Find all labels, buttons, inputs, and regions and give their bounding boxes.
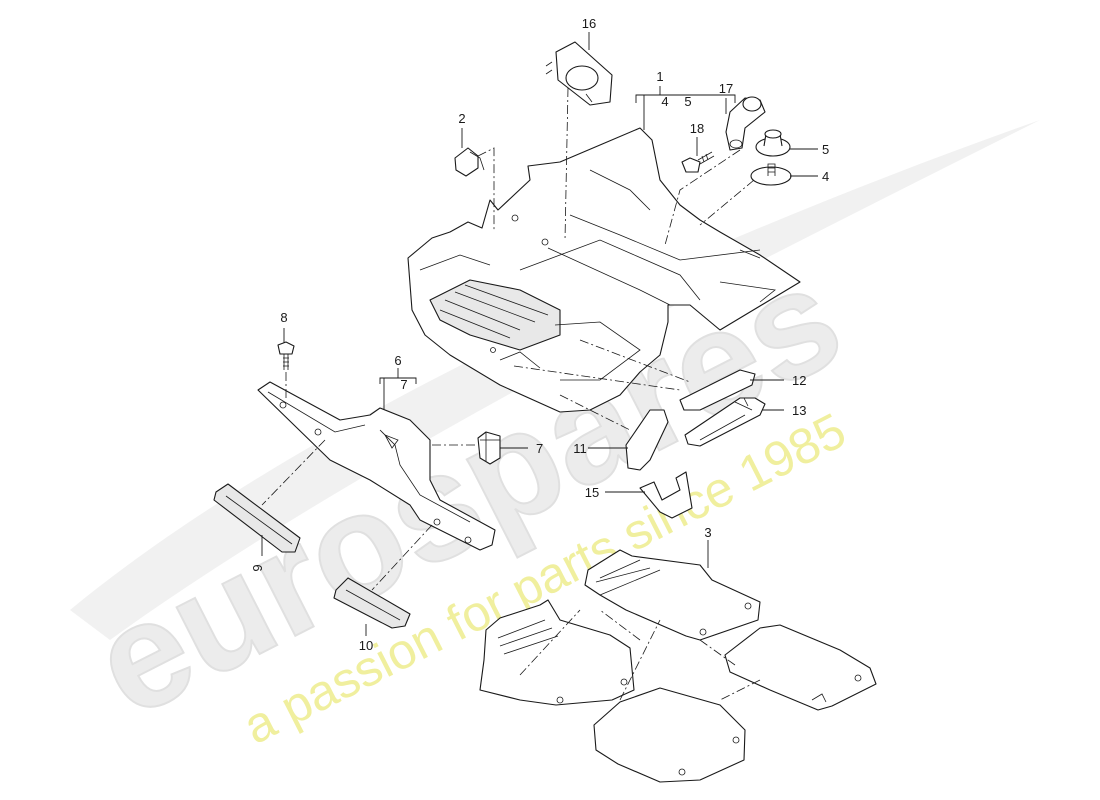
- rail-part-13: [684, 397, 766, 447]
- callout-7: 7: [536, 441, 543, 456]
- floor-mats-part-3: [479, 549, 877, 783]
- callout-5: 5: [822, 142, 829, 157]
- assembly-lines: [261, 87, 761, 701]
- pad-part-11: [625, 409, 669, 471]
- callout-11: 11: [573, 441, 587, 456]
- callout-12: 12: [792, 373, 806, 388]
- callout-9: 9: [250, 564, 265, 571]
- callout-8: 8: [280, 310, 287, 325]
- watermark-swoosh: [70, 120, 1040, 640]
- trim-part-6: [257, 381, 496, 551]
- callouts: 1 4 5 2 3 4 5 6 7 7 8 9 10 11 12 13 15 1…: [250, 16, 829, 653]
- pushclip-part-2: [454, 147, 485, 177]
- clip-part-7: [477, 431, 501, 465]
- callout-10: 10: [359, 638, 373, 653]
- callout-6: 6: [394, 353, 401, 368]
- strip-part-10: [333, 577, 411, 629]
- callout-2: 2: [458, 111, 465, 126]
- callout-1-sub-5: 5: [684, 94, 691, 109]
- callout-1: 1: [656, 69, 663, 84]
- callout-16: 16: [582, 16, 596, 31]
- bracket-part-15: [639, 471, 693, 519]
- connector-part-17: [725, 96, 766, 151]
- stud-part-4: [750, 163, 792, 186]
- callout-6-sub-7: 7: [400, 377, 407, 392]
- callout-1-sub-4: 4: [661, 94, 668, 109]
- leader-lines: [261, 32, 818, 636]
- screw-part-8: [277, 341, 295, 370]
- callout-4: 4: [822, 169, 829, 184]
- nut-part-5: [755, 129, 791, 157]
- screw-part-18: [681, 151, 715, 173]
- callout-17: 17: [719, 81, 733, 96]
- pad-part-12: [679, 369, 756, 411]
- strip-part-9: [213, 483, 301, 553]
- callout-18: 18: [690, 121, 704, 136]
- callout-15: 15: [585, 485, 599, 500]
- floor-carpet-part-1: [407, 127, 801, 413]
- callout-13: 13: [792, 403, 806, 418]
- callout-3: 3: [704, 525, 711, 540]
- clip-part-16: [545, 41, 613, 106]
